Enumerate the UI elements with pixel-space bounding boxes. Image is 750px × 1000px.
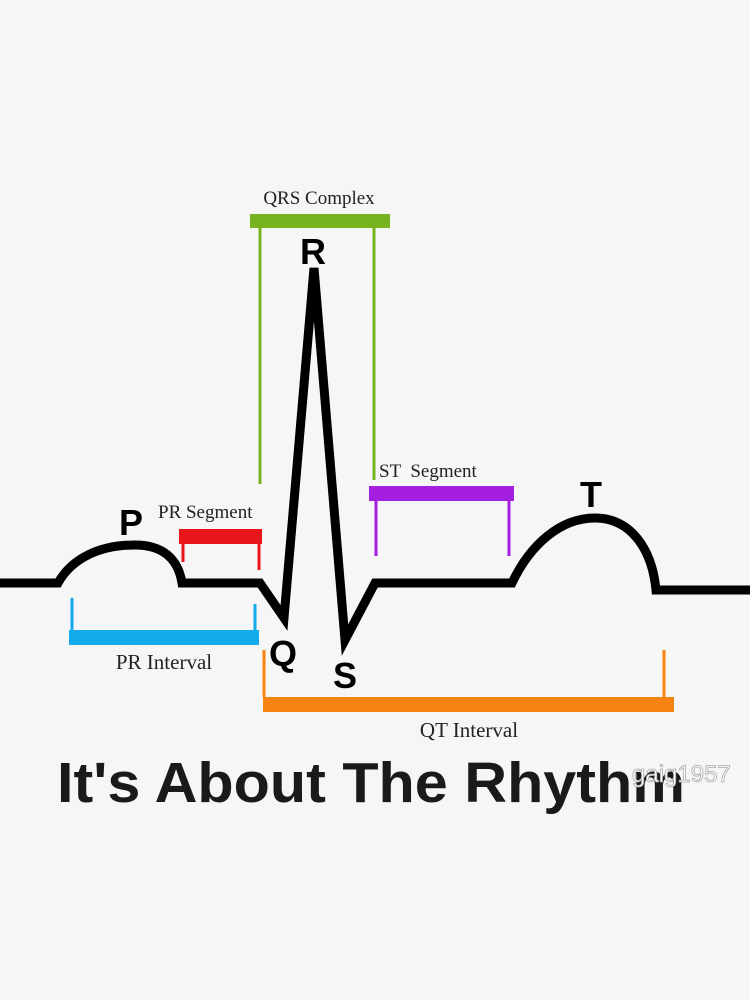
st-segment-bracket [369, 486, 514, 556]
qt-interval-bracket [262, 650, 674, 712]
wave-label-p: P [119, 502, 143, 543]
ecg-trace [0, 267, 750, 656]
caption-title: It's About The Rhythm [57, 751, 685, 815]
watermark-text: gaig1957 [632, 761, 731, 788]
wave-label-r: R [300, 231, 326, 272]
pr-interval-label: PR Interval [116, 650, 212, 674]
pr-segment-label: PR Segment [158, 502, 253, 523]
wave-label-s: S [333, 655, 357, 696]
qt-interval-bar [263, 697, 674, 712]
pr-segment-bracket [179, 529, 262, 570]
wave-label-t: T [580, 474, 602, 515]
pr-segment-bar [179, 529, 262, 544]
qrs-complex-bar [250, 214, 390, 228]
wave-label-q: Q [269, 633, 297, 674]
pr-interval-bracket [69, 598, 259, 645]
qrs-complex-bracket [250, 214, 390, 484]
st-segment-bar [369, 486, 514, 501]
st-segment-label: ST Segment [379, 461, 478, 482]
pr-interval-bar [69, 630, 259, 645]
qrs-complex-label: QRS Complex [263, 188, 375, 209]
qt-interval-label: QT Interval [420, 718, 518, 742]
